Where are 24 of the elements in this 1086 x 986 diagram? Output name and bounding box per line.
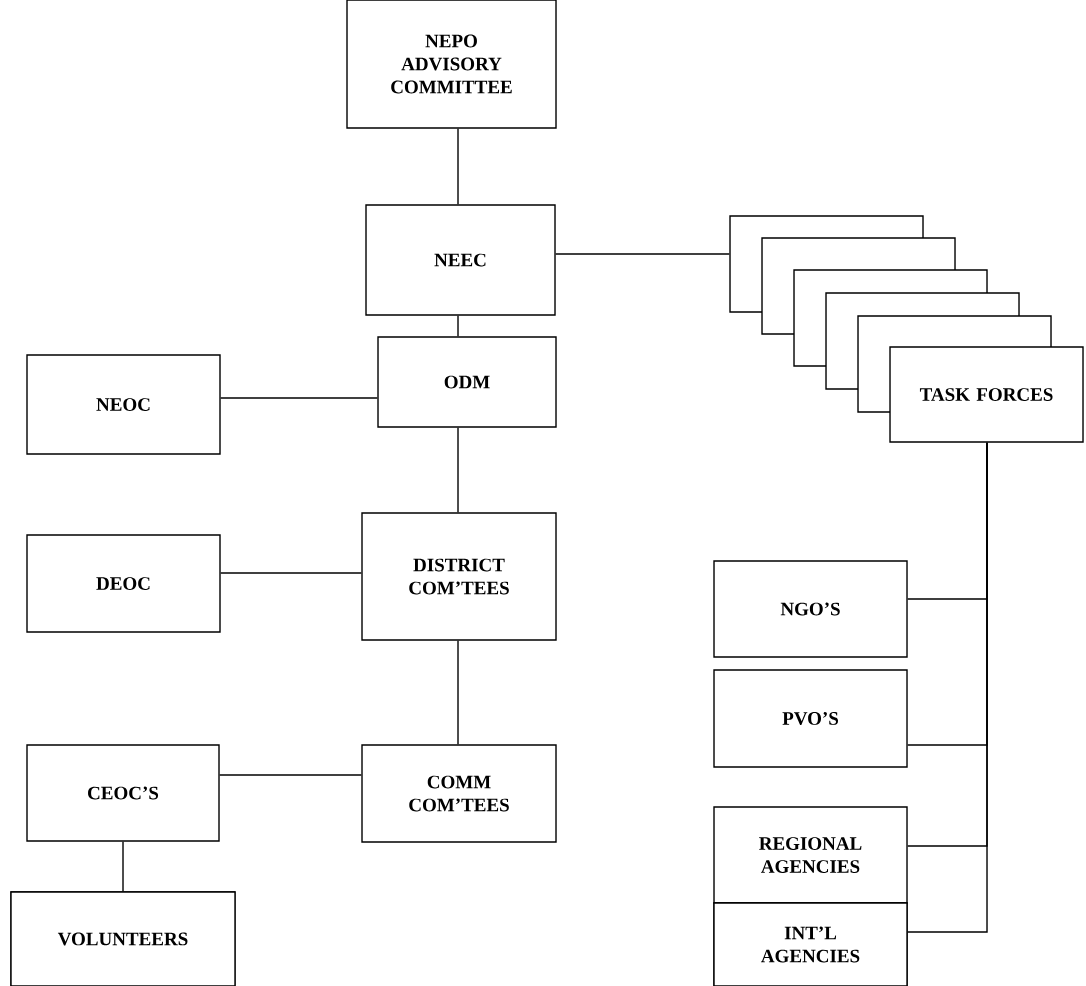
org-box: COMM COM’TEES [361,744,557,843]
connector-line [220,572,362,574]
org-box: ODM [377,336,557,428]
connector-line [219,774,362,776]
connector-line [555,253,730,255]
connector-line [907,442,988,933]
org-box: TASK FORCES [889,346,1084,443]
org-box: NEOC [26,354,221,455]
org-box: NEEC [365,204,556,316]
org-box: REGIONAL AGENCIES [713,806,908,904]
connector-line [457,640,459,745]
connector-line [457,315,459,337]
org-box: PVO’S [713,669,908,768]
org-box: DEOC [26,534,221,633]
org-box: VOLUNTEERS [10,891,236,986]
org-box: DISTRICT COM’TEES [361,512,557,641]
connector-line [122,841,124,892]
connector-line [220,397,378,399]
connector-line [457,427,459,513]
org-box: CEOC’S [26,744,220,842]
connector-line [457,128,459,205]
org-box: NEPO ADVISORY COMMITTEE [346,0,557,129]
org-box: NGO’S [713,560,908,658]
org-box: INT’L AGENCIES [713,902,908,986]
